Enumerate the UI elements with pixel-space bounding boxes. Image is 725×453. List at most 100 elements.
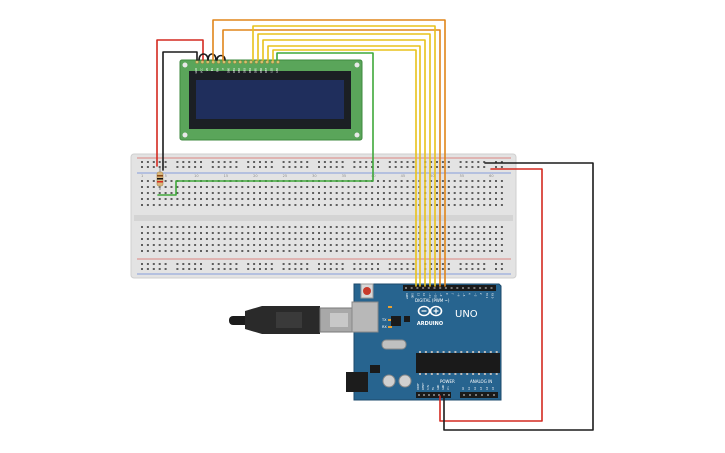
breadboard-hole[interactable] <box>188 268 191 270</box>
breadboard-hole[interactable] <box>371 186 374 188</box>
breadboard-hole[interactable] <box>276 244 279 246</box>
breadboard-hole[interactable] <box>318 238 320 240</box>
breadboard-hole[interactable] <box>194 204 197 206</box>
breadboard-hole[interactable] <box>459 226 462 228</box>
breadboard-hole[interactable] <box>359 268 362 270</box>
breadboard-hole[interactable] <box>259 263 261 265</box>
breadboard-hole[interactable] <box>253 263 256 265</box>
breadboard-hole[interactable] <box>382 186 385 188</box>
breadboard-hole[interactable] <box>406 204 409 206</box>
breadboard-hole[interactable] <box>371 161 374 163</box>
breadboard-hole[interactable] <box>158 204 161 206</box>
breadboard-hole[interactable] <box>264 192 267 194</box>
breadboard-hole[interactable] <box>164 161 167 163</box>
breadboard-hole[interactable] <box>430 186 433 188</box>
breadboard-hole[interactable] <box>377 186 379 188</box>
breadboard-hole[interactable] <box>200 204 202 206</box>
breadboard-hole[interactable] <box>382 226 385 228</box>
breadboard-hole[interactable] <box>170 226 173 228</box>
breadboard-hole[interactable] <box>164 166 167 168</box>
breadboard-hole[interactable] <box>371 268 374 270</box>
breadboard-hole[interactable] <box>477 204 480 206</box>
breadboard-hole[interactable] <box>394 226 397 228</box>
breadboard-hole[interactable] <box>394 244 397 246</box>
wire-black-lcd-gnd[interactable] <box>162 51 198 171</box>
breadboard-hole[interactable] <box>500 238 503 240</box>
breadboard-hole[interactable] <box>205 204 208 206</box>
breadboard-hole[interactable] <box>388 180 391 182</box>
breadboard-hole[interactable] <box>318 250 320 252</box>
breadboard-hole[interactable] <box>400 226 403 228</box>
breadboard-hole[interactable] <box>182 192 185 194</box>
breadboard-hole[interactable] <box>253 166 256 168</box>
breadboard-hole[interactable] <box>471 204 474 206</box>
breadboard-hole[interactable] <box>270 204 273 206</box>
breadboard-hole[interactable] <box>489 198 492 200</box>
breadboard-hole[interactable] <box>394 186 397 188</box>
breadboard-hole[interactable] <box>483 226 486 228</box>
wire-red-lcd-vcc[interactable] <box>156 39 204 167</box>
breadboard-hole[interactable] <box>229 232 232 234</box>
breadboard-hole[interactable] <box>341 161 344 163</box>
breadboard-hole[interactable] <box>359 166 362 168</box>
breadboard-hole[interactable] <box>194 250 197 252</box>
breadboard-hole[interactable] <box>306 161 309 163</box>
breadboard-hole[interactable] <box>211 263 214 265</box>
breadboard-hole[interactable] <box>200 192 202 194</box>
breadboard-hole[interactable] <box>400 166 403 168</box>
breadboard-hole[interactable] <box>441 263 444 265</box>
breadboard-hole[interactable] <box>211 250 214 252</box>
breadboard-hole[interactable] <box>500 166 503 168</box>
breadboard-hole[interactable] <box>329 166 332 168</box>
breadboard-hole[interactable] <box>146 198 149 200</box>
breadboard-hole[interactable] <box>235 226 238 228</box>
breadboard-hole[interactable] <box>447 232 450 234</box>
breadboard-hole[interactable] <box>146 180 149 182</box>
breadboard-hole[interactable] <box>141 238 143 240</box>
breadboard-hole[interactable] <box>182 186 185 188</box>
breadboard-hole[interactable] <box>388 204 391 206</box>
digital-pin[interactable] <box>456 287 459 289</box>
breadboard-hole[interactable] <box>247 204 250 206</box>
breadboard-hole[interactable] <box>377 192 379 194</box>
breadboard-hole[interactable] <box>394 180 397 182</box>
breadboard-hole[interactable] <box>229 192 232 194</box>
breadboard-hole[interactable] <box>323 250 326 252</box>
breadboard-hole[interactable] <box>495 166 497 168</box>
breadboard-hole[interactable] <box>335 192 338 194</box>
breadboard-hole[interactable] <box>152 180 155 182</box>
wire-yellow-db6[interactable] <box>262 39 426 287</box>
breadboard-hole[interactable] <box>306 198 309 200</box>
breadboard-hole[interactable] <box>241 244 244 246</box>
breadboard-hole[interactable] <box>329 250 332 252</box>
breadboard-hole[interactable] <box>270 250 273 252</box>
breadboard-hole[interactable] <box>377 263 379 265</box>
breadboard-hole[interactable] <box>200 166 202 168</box>
breadboard-hole[interactable] <box>152 226 155 228</box>
breadboard-hole[interactable] <box>288 232 291 234</box>
breadboard-hole[interactable] <box>329 244 332 246</box>
breadboard-hole[interactable] <box>441 238 444 240</box>
breadboard-hole[interactable] <box>300 244 303 246</box>
breadboard-hole[interactable] <box>500 192 503 194</box>
breadboard-hole[interactable] <box>318 204 320 206</box>
breadboard-hole[interactable] <box>306 268 309 270</box>
breadboard-hole[interactable] <box>164 244 167 246</box>
breadboard-hole[interactable] <box>483 250 486 252</box>
breadboard-hole[interactable] <box>241 186 244 188</box>
breadboard-hole[interactable] <box>459 180 462 182</box>
breadboard-hole[interactable] <box>152 204 155 206</box>
breadboard-hole[interactable] <box>471 268 474 270</box>
breadboard-hole[interactable] <box>306 204 309 206</box>
breadboard-hole[interactable] <box>312 232 315 234</box>
breadboard-hole[interactable] <box>453 180 456 182</box>
breadboard-hole[interactable] <box>347 244 350 246</box>
breadboard-hole[interactable] <box>188 238 191 240</box>
breadboard-hole[interactable] <box>229 186 232 188</box>
breadboard-hole[interactable] <box>377 268 379 270</box>
breadboard-hole[interactable] <box>394 238 397 240</box>
breadboard-hole[interactable] <box>188 250 191 252</box>
breadboard-hole[interactable] <box>141 204 143 206</box>
breadboard-hole[interactable] <box>365 186 368 188</box>
lcd-pin[interactable] <box>249 60 253 64</box>
